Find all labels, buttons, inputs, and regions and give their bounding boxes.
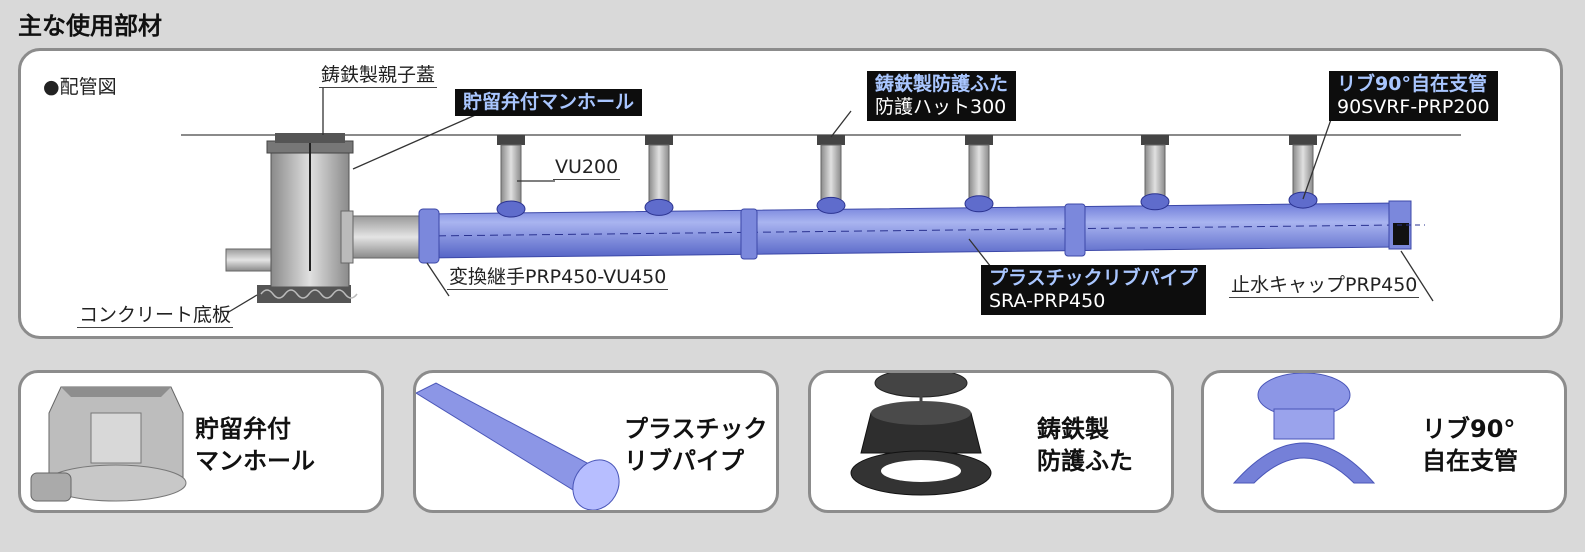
manhole-icon [30, 386, 187, 502]
part-card-rib90: リブ90° 自在支管 [1201, 370, 1567, 513]
part-card-protect-cover: 鋳鉄製 防護ふた [808, 370, 1174, 513]
part-card-manhole-line1: 貯留弁付 [195, 415, 291, 443]
label-cast-iron-cover: 鋳鉄製親子蓋 [319, 64, 438, 88]
part-card-rib90-line1: リブ90° [1422, 415, 1516, 443]
part-card-rib-pipe-line1: プラスチック [624, 415, 768, 443]
riser-2 [644, 135, 674, 216]
riser-group [496, 135, 1318, 218]
riser-6 [1288, 135, 1318, 209]
inflow-pipe [225, 248, 273, 272]
part-card-manhole: 貯留弁付 マンホール [18, 370, 384, 513]
callout-rib-pipe: プラスチックリブパイプ SRA-PRP450 [981, 265, 1206, 315]
callout-manhole: 貯留弁付マンホール [455, 89, 643, 116]
callout-rib90-sub: 90SVRF-PRP200 [1337, 96, 1490, 118]
part-card-manhole-line2: マンホール [195, 447, 315, 475]
manhole-cover [275, 133, 345, 143]
rib-pipe-icon [416, 382, 620, 510]
callout-protect-cover-sub: 防護ハット300 [875, 96, 1007, 118]
label-concrete-base: コンクリート底板 [77, 304, 234, 328]
part-card-rib-pipe: プラスチック リブパイプ [413, 370, 779, 513]
label-adapter: 変換継手PRP450-VU450 [447, 266, 669, 290]
riser-1 [496, 135, 526, 218]
callout-rib90-heading: リブ90°自在支管 [1337, 73, 1487, 95]
rib90-branch-icon [1232, 373, 1376, 484]
adapter-joint [418, 208, 440, 264]
riser-3 [816, 135, 846, 214]
vu450-pipe [346, 215, 428, 259]
part-card-rib90-line2: 自在支管 [1422, 447, 1518, 475]
part-card-protect-cover-line2: 防護ふた [1037, 447, 1133, 475]
protect-cover-icon [850, 373, 992, 496]
riser-5 [1140, 135, 1170, 211]
page-title: 主な使用部材 [18, 12, 162, 40]
riser-4 [964, 135, 994, 213]
callout-protect-cover-heading: 鋳鉄製防護ふた [875, 73, 1009, 95]
callout-manhole-heading: 貯留弁付マンホール [463, 91, 635, 113]
concrete-base [257, 285, 351, 303]
part-card-protect-cover-line1: 鋳鉄製 [1037, 415, 1109, 443]
callout-rib-pipe-sub: SRA-PRP450 [989, 290, 1106, 312]
piping-diagram-panel: ●配管図 鋳鉄製親子蓋 貯留弁付マンホール VU200 鋳鉄製防護ふた 防護ハッ… [18, 48, 1563, 339]
part-card-rib-pipe-line2: リブパイプ [624, 447, 744, 475]
callout-rib-pipe-heading: プラスチックリブパイプ [989, 267, 1198, 289]
callout-protect-cover: 鋳鉄製防護ふた 防護ハット300 [867, 71, 1017, 121]
piping-diagram [181, 87, 1461, 314]
diagram-section-label: ●配管図 [43, 76, 117, 98]
label-water-stop-cap: 止水キャップPRP450 [1229, 274, 1420, 298]
callout-rib90: リブ90°自在支管 90SVRF-PRP200 [1329, 71, 1498, 121]
label-vu200: VU200 [553, 156, 621, 180]
